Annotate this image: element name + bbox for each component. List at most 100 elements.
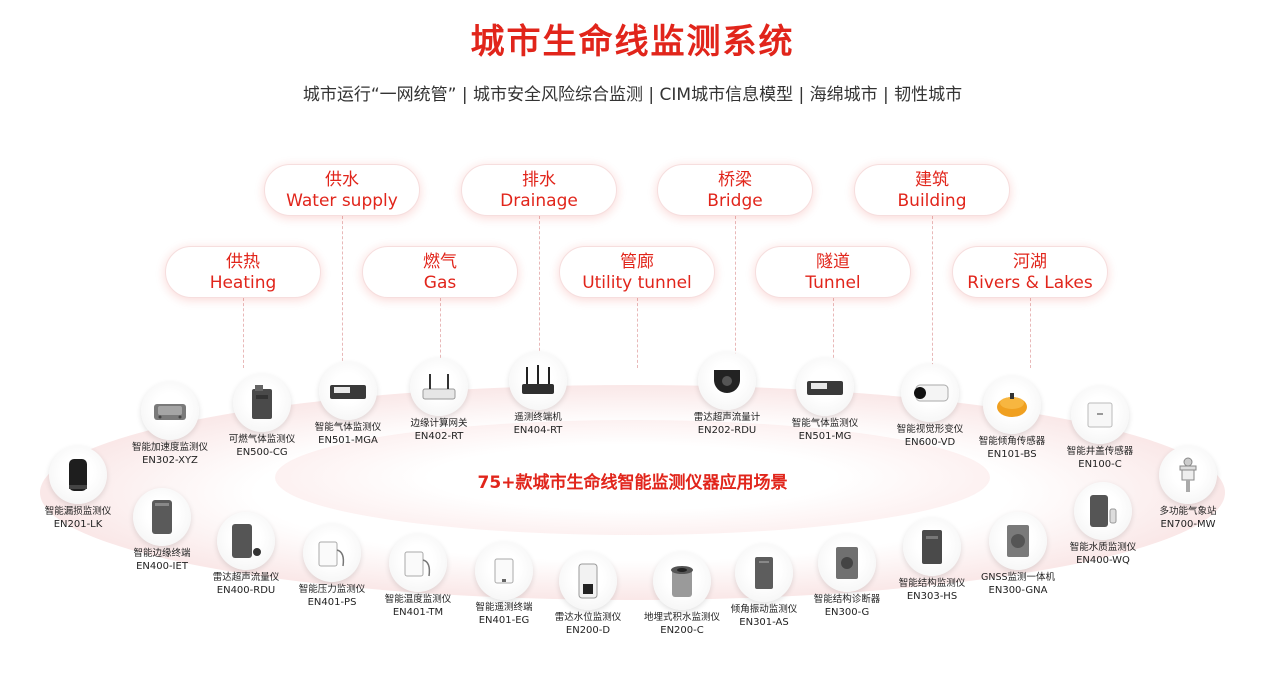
device-model: EN202-RDU: [697, 425, 757, 436]
device-card[interactable]: 智能结构监测仪 EN303-HS: [872, 518, 992, 603]
device-card[interactable]: 多功能气象站 EN700-MW: [1128, 446, 1248, 531]
device-bubble: [303, 524, 361, 582]
device-card[interactable]: 遥测终端机 EN404-RT: [478, 352, 598, 437]
device-name: 地埋式积水监测仪: [643, 612, 720, 623]
device-card[interactable]: 智能结构诊断器 EN300-G: [787, 534, 907, 619]
device-bubble: [319, 362, 377, 420]
category-gas[interactable]: 燃气 Gas: [362, 246, 518, 298]
category-rivers-lakes[interactable]: 河湖 Rivers & Lakes: [952, 246, 1108, 298]
radar-flowmeter-icon: [714, 370, 740, 393]
connector-line: [833, 298, 834, 368]
device-card[interactable]: 智能边缘终端 EN400-IET: [102, 488, 222, 573]
device-model: EN400-IET: [136, 561, 188, 572]
device-card[interactable]: 智能温度监测仪 EN401-TM: [358, 534, 478, 619]
page-title: 城市生命线监测系统: [470, 22, 795, 62]
device-name: 可燃气体监测仪: [228, 434, 296, 445]
category-tunnel[interactable]: 隧道 Tunnel: [755, 246, 911, 298]
device-model: EN302-XYZ: [142, 455, 198, 466]
device-name: 智能遥测终端: [475, 602, 533, 613]
gas-monitor-box-icon: [807, 381, 843, 395]
structure-diagnoser-icon: [836, 547, 858, 579]
device-card[interactable]: 智能井盖传感器 EN100-C: [1040, 386, 1160, 471]
device-bubble: [475, 542, 533, 600]
category-heating[interactable]: 供热 Heating: [165, 246, 321, 298]
device-bubble: [735, 544, 793, 602]
device-bubble: [133, 488, 191, 546]
device-bubble: [233, 374, 291, 432]
device-model: EN402-RT: [414, 431, 464, 442]
device-bubble: [698, 352, 756, 410]
center-caption: 75+款城市生命线智能监测仪器应用场景: [477, 473, 788, 493]
router-icon: [522, 365, 554, 394]
device-card[interactable]: 智能水质监测仪 EN400-WQ: [1043, 482, 1163, 567]
scene-ellipse-inner: [275, 420, 990, 535]
device-name: 遥测终端机: [514, 412, 562, 423]
device-card[interactable]: 雷达超声流量计 EN202-RDU: [667, 352, 787, 437]
accelerometer-icon: [154, 404, 186, 420]
water-quality-icon: [1090, 495, 1117, 527]
device-card[interactable]: 智能视觉形变仪 EN600-VD: [870, 364, 990, 449]
category-cn: 河湖: [1013, 252, 1047, 272]
device-model: EN400-WQ: [1076, 555, 1130, 566]
device-bubble: [141, 382, 199, 440]
router-icon: [422, 374, 456, 400]
device-bubble: [1159, 446, 1217, 504]
category-en: Utility tunnel: [582, 273, 692, 293]
category-drainage[interactable]: 排水 Drainage: [461, 164, 617, 216]
device-name: 智能加速度监测仪: [131, 442, 208, 453]
device-bubble: [410, 358, 468, 416]
device-model: EN401-TM: [392, 607, 444, 618]
water-level-radar-icon: [578, 563, 598, 599]
device-card[interactable]: 雷达超声流量仪 EN400-RDU: [186, 512, 306, 597]
device-card[interactable]: 可燃气体监测仪 EN500-CG: [202, 374, 322, 459]
device-model: EN501-MGA: [318, 435, 378, 446]
device-model: EN500-CG: [236, 447, 288, 458]
category-building[interactable]: 建筑 Building: [854, 164, 1010, 216]
device-bubble: [796, 358, 854, 416]
device-name: 智能水质监测仪: [1069, 542, 1137, 553]
device-bubble: [509, 352, 567, 410]
device-card[interactable]: 雷达水位监测仪 EN200-D: [528, 552, 648, 637]
device-name: 智能结构监测仪: [898, 578, 966, 589]
device-model: EN303-HS: [906, 591, 958, 602]
connector-line: [539, 216, 540, 366]
device-card[interactable]: 智能漏损监测仪 EN201-LK: [18, 446, 138, 531]
device-bubble: [559, 552, 617, 610]
device-card[interactable]: GNSS监测一体机 EN300-GNA: [958, 512, 1078, 597]
device-name: 倾角振动监测仪: [730, 604, 798, 615]
category-cn: 排水: [522, 170, 556, 190]
device-name: 智能压力监测仪: [298, 584, 366, 595]
device-card[interactable]: 智能遥测终端 EN401-EG: [444, 542, 564, 627]
gnss-receiver-icon: [1007, 525, 1029, 557]
device-name: 智能结构诊断器: [813, 594, 881, 605]
device-card[interactable]: 智能气体监测仪 EN501-MG: [765, 358, 885, 443]
device-bubble: [653, 552, 711, 610]
device-name: 雷达超声流量计: [693, 412, 761, 423]
connector-line: [637, 298, 638, 368]
device-card[interactable]: 智能倾角传感器 EN101-BS: [952, 376, 1072, 461]
device-card[interactable]: 边缘计算网关 EN402-RT: [379, 358, 499, 443]
device-card[interactable]: 智能气体监测仪 EN501-MGA: [288, 362, 408, 447]
device-name: GNSS监测一体机: [980, 572, 1056, 583]
device-model: EN600-VD: [904, 437, 956, 448]
category-cn: 建筑: [915, 170, 949, 190]
device-name: 智能温度监测仪: [384, 594, 452, 605]
device-card[interactable]: 智能加速度监测仪 EN302-XYZ: [110, 382, 230, 467]
device-name: 智能气体监测仪: [791, 418, 859, 429]
category-bridge[interactable]: 桥梁 Bridge: [657, 164, 813, 216]
device-card[interactable]: 地埋式积水监测仪 EN200-C: [622, 552, 742, 637]
category-utility-tunnel[interactable]: 管廊 Utility tunnel: [559, 246, 715, 298]
pressure-sensor-icon: [318, 541, 345, 567]
device-model: EN700-MW: [1160, 519, 1216, 530]
category-cn: 燃气: [423, 252, 457, 272]
connector-line: [932, 216, 933, 366]
device-card[interactable]: 倾角振动监测仪 EN301-AS: [704, 544, 824, 629]
device-model: EN200-C: [660, 625, 704, 636]
page-subtitle: 城市运行“一网统管” | 城市安全风险综合监测 | CIM城市信息模型 | 海绵…: [302, 85, 963, 105]
category-en: Water supply: [286, 191, 398, 211]
device-model: EN300-GNA: [988, 585, 1048, 596]
connector-line: [243, 298, 244, 368]
category-water-supply[interactable]: 供水 Water supply: [264, 164, 420, 216]
temperature-sensor-icon: [404, 551, 431, 577]
device-card[interactable]: 智能压力监测仪 EN401-PS: [272, 524, 392, 609]
